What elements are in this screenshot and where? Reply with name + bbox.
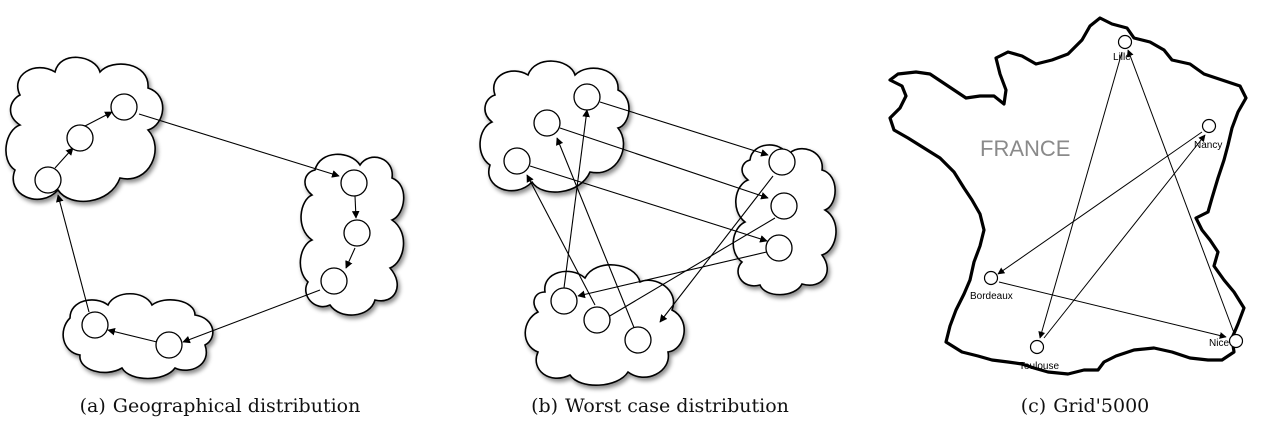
edge-b-9 — [563, 109, 590, 289]
node-a-8 — [155, 331, 183, 359]
caption-c: (c) Grid'5000 — [960, 395, 1210, 425]
caption-a-text: Geographical distribution — [112, 395, 361, 417]
edge-nice-lille — [1126, 49, 1235, 334]
node-a-4 — [340, 169, 368, 197]
node-b-4 — [768, 148, 796, 176]
edge-toulouse-nancy — [1043, 134, 1206, 339]
node-b-3 — [503, 147, 531, 175]
panel-worst-case-distribution — [479, 60, 837, 386]
edge-b-3 — [529, 165, 768, 243]
node-b-6 — [765, 234, 793, 262]
city-node-nice — [1228, 333, 1244, 349]
caption-a: (a) Geographical distribution — [20, 395, 420, 425]
city-node-lille — [1117, 34, 1133, 50]
node-b-7 — [550, 287, 578, 315]
node-b-8 — [583, 306, 611, 334]
edge-a-3 — [138, 113, 340, 178]
france-outline — [888, 16, 1248, 376]
panel-geographical-distribution — [5, 56, 405, 380]
node-a-3 — [110, 93, 138, 121]
edge-a-4 — [351, 195, 360, 219]
edge-b-1 — [599, 101, 769, 157]
cloud-right — [732, 144, 837, 296]
caption-b-text: Worst case distribution — [565, 395, 789, 417]
caption-a-tag: (a) — [79, 395, 106, 417]
edge-b-4 — [659, 175, 774, 323]
edge-b-8 — [526, 174, 596, 306]
node-b-9 — [624, 326, 652, 354]
edge-a-8 — [56, 194, 90, 313]
caption-b: (b) Worst case distribution — [470, 395, 850, 425]
node-b-2 — [533, 109, 561, 137]
caption-c-tag: (c) — [1020, 395, 1047, 417]
caption-b-tag: (b) — [531, 395, 559, 417]
edge-lille-toulouse — [1038, 51, 1123, 339]
city-label-lille: Lille — [1113, 52, 1131, 63]
node-b-1 — [573, 83, 601, 111]
edge-a-1 — [54, 147, 74, 169]
edge-a-6 — [182, 289, 321, 344]
caption-c-text: Grid'5000 — [1053, 395, 1150, 417]
node-a-5 — [343, 219, 371, 247]
node-a-2 — [66, 124, 94, 152]
city-node-nancy — [1201, 118, 1217, 134]
city-node-bordeaux — [983, 270, 999, 286]
node-a-6 — [320, 267, 348, 295]
edge-b-6 — [577, 250, 772, 299]
edge-a-2 — [84, 111, 113, 127]
city-label-toulouse: Toulouse — [1019, 361, 1059, 372]
city-node-toulouse — [1029, 339, 1045, 355]
cloud-bottom — [62, 292, 214, 380]
edge-a-7 — [107, 327, 158, 343]
city-label-bordeaux: Bordeaux — [970, 291, 1013, 302]
edge-b-7 — [556, 137, 636, 331]
panel-grid5000-map: FRANCE Lille Nancy Bordeaux Toulouse Nic… — [888, 16, 1248, 376]
edge-b-2 — [559, 127, 769, 200]
edge-a-5 — [345, 247, 356, 269]
country-label: FRANCE — [980, 136, 1070, 161]
edge-bordeaux-nice — [998, 281, 1227, 339]
node-a-7 — [81, 311, 109, 339]
city-label-nancy: Nancy — [1194, 140, 1222, 151]
node-a-1 — [34, 166, 62, 194]
edge-b-5 — [602, 217, 776, 321]
city-label-nice: Nice — [1209, 338, 1229, 349]
node-b-5 — [770, 192, 798, 220]
